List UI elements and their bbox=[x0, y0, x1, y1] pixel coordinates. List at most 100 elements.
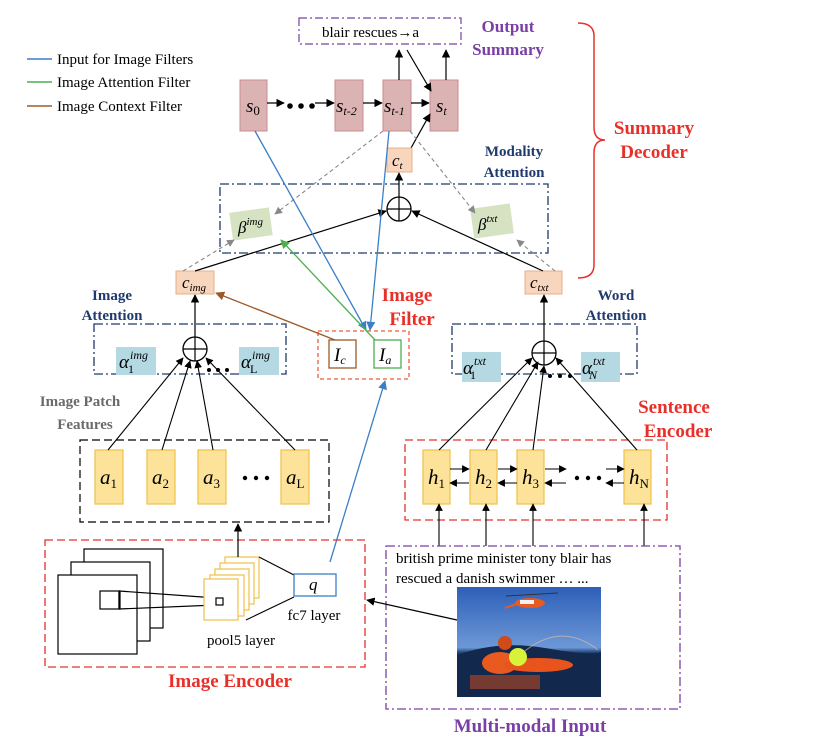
brown-line-ic-to-cimg bbox=[215, 291, 336, 341]
multimodal-input-box bbox=[385, 545, 681, 710]
context-vector-cimg: cimg bbox=[175, 270, 215, 295]
svg-text:aL: aL bbox=[286, 465, 305, 491]
output-summary-box bbox=[298, 17, 462, 45]
modality-sum-icon bbox=[386, 196, 412, 222]
summary-decoder-label-1: Summary bbox=[614, 118, 695, 139]
patch-features-label-2: Features bbox=[57, 417, 113, 433]
svg-text:cimg: cimg bbox=[182, 273, 207, 294]
word-attention-sum-icon bbox=[531, 340, 557, 366]
ellipsis-dots bbox=[242, 475, 270, 481]
svg-text:q: q bbox=[309, 575, 318, 594]
legend-label: Input for Image Filters bbox=[57, 52, 193, 68]
summary-decoder-label-2: Decoder bbox=[620, 142, 688, 163]
patch-a-3: a3 bbox=[197, 449, 227, 505]
filter-ic: Ic bbox=[328, 339, 357, 369]
svg-text:βimg: βimg bbox=[237, 216, 263, 237]
hidden-h-2: h2 bbox=[469, 449, 498, 505]
legend-label: Image Attention Filter bbox=[57, 75, 190, 91]
patch-to-attention-arrows bbox=[107, 357, 296, 451]
svg-text:h1: h1 bbox=[428, 465, 445, 491]
blue-line-q-to-filter bbox=[329, 380, 387, 563]
modality-attention-box bbox=[219, 183, 549, 254]
svg-text:h2: h2 bbox=[475, 465, 492, 491]
modality-attention-label-2: Attention bbox=[484, 165, 545, 181]
image-filter-label-2: Filter bbox=[389, 309, 435, 330]
beta-txt: βtxt bbox=[470, 203, 514, 239]
sentence-encoder-label-1: Sentence bbox=[638, 397, 710, 418]
svg-text:Ia: Ia bbox=[378, 345, 391, 367]
legend-item-attention-filter: Image Attention Filter bbox=[27, 75, 190, 91]
output-summary-text: blair rescues→a bbox=[322, 25, 419, 41]
image-filter-box bbox=[317, 330, 410, 380]
svg-text:ctxt: ctxt bbox=[530, 273, 549, 294]
hidden-to-attention-arrows bbox=[438, 357, 638, 451]
svg-text:st-2: st-2 bbox=[336, 96, 357, 118]
svg-text:a2: a2 bbox=[152, 465, 169, 491]
input-photo bbox=[457, 587, 601, 697]
svg-text:hN: hN bbox=[629, 465, 650, 491]
decoder-state-st-2: st-2 bbox=[334, 79, 364, 132]
input-sentence-line-2: rescued a danish swimmer … ... bbox=[396, 571, 588, 587]
beta-img: βimg bbox=[229, 207, 273, 241]
decoder-state-st-1: st-1 bbox=[382, 79, 412, 132]
ellipsis-dots bbox=[574, 475, 602, 481]
context-vector-ct: ct bbox=[386, 147, 413, 173]
pool5-maps-icon bbox=[203, 556, 260, 621]
patch-a-2: a2 bbox=[146, 449, 176, 505]
word-attention-label-1: Word bbox=[598, 288, 635, 304]
word-to-hidden-arrows bbox=[435, 503, 648, 546]
image-attention-label-1: Image bbox=[92, 288, 132, 304]
svg-text:Ic: Ic bbox=[333, 345, 346, 367]
filter-ia: Ia bbox=[373, 339, 402, 369]
svg-text:βtxt: βtxt bbox=[477, 213, 498, 234]
bilstm-arrows bbox=[449, 465, 625, 487]
patch-a-1: a1 bbox=[94, 449, 124, 505]
arrow-ctxt-to-sum bbox=[411, 210, 544, 272]
fc7-q-box: q bbox=[293, 573, 337, 597]
patch-a-L: aL bbox=[280, 449, 310, 505]
connector-line bbox=[258, 556, 295, 576]
output-summary-label-1: Output bbox=[482, 17, 535, 36]
helicopter-icon bbox=[504, 592, 559, 609]
cnn-feature-maps-icon bbox=[57, 548, 217, 655]
multimodal-input-label: Multi-modal Input bbox=[454, 716, 607, 737]
summary-decoder-brace bbox=[577, 22, 606, 279]
input-sentence-line-1: british prime minister tony blair has bbox=[396, 551, 612, 567]
svg-text:a3: a3 bbox=[203, 465, 220, 491]
svg-text:st: st bbox=[436, 96, 447, 118]
svg-text:s0: s0 bbox=[246, 96, 260, 118]
hidden-h-1: h1 bbox=[422, 449, 451, 505]
modality-attention-label-1: Modality bbox=[485, 144, 544, 160]
green-line-ia-to-beta bbox=[280, 239, 376, 341]
ellipsis-dots bbox=[548, 374, 572, 378]
svg-text:ct: ct bbox=[392, 151, 404, 172]
svg-text:h3: h3 bbox=[522, 465, 539, 491]
arrow-image-to-encoder bbox=[366, 597, 458, 621]
pool5-label: pool5 layer bbox=[207, 633, 275, 649]
legend-item-input-filters: Input for Image Filters bbox=[27, 52, 193, 68]
arrow-cimg-to-sum bbox=[194, 209, 387, 272]
decoder-state-st: st bbox=[429, 79, 459, 132]
blue-line-st1-to-filter bbox=[366, 130, 390, 331]
decoder-arrows bbox=[267, 49, 451, 149]
hidden-h-N: hN bbox=[623, 449, 652, 505]
image-attention-sum-icon bbox=[182, 336, 208, 362]
output-summary-label-2: Summary bbox=[472, 40, 544, 59]
image-encoder-box bbox=[44, 539, 366, 668]
image-filter-label-1: Image bbox=[382, 285, 433, 306]
sentence-encoder-label-2: Encoder bbox=[644, 421, 713, 442]
decoder-state-s0: s0 bbox=[239, 79, 268, 132]
image-attention-label-2: Attention bbox=[82, 308, 143, 324]
svg-text:a1: a1 bbox=[100, 465, 117, 491]
patch-features-label-1: Image Patch bbox=[40, 394, 121, 410]
legend-label: Image Context Filter bbox=[57, 99, 182, 115]
sentence-encoder-box bbox=[404, 439, 668, 521]
svg-text:st-1: st-1 bbox=[384, 96, 405, 118]
